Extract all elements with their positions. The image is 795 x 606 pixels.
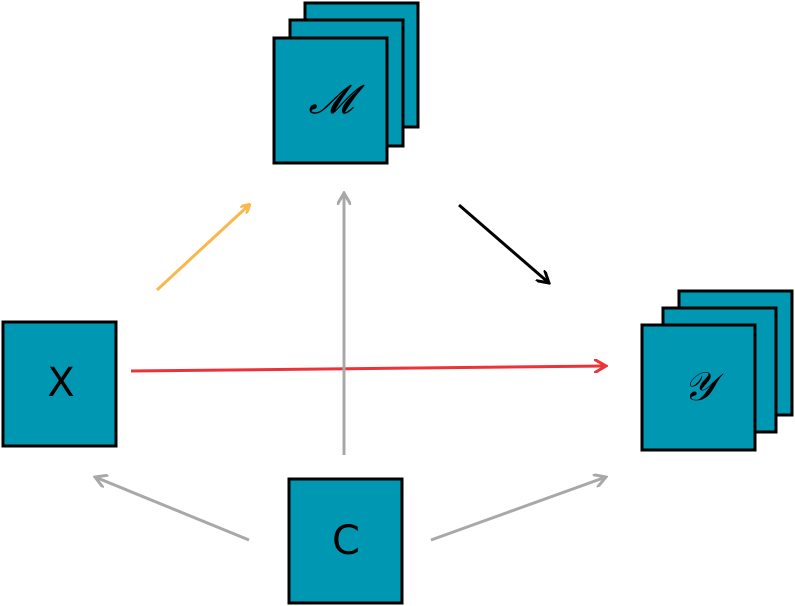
node-m-front-card	[272, 36, 389, 165]
node-c: C	[287, 477, 404, 605]
node-c-label: C	[332, 518, 360, 564]
node-m: 𝓜	[272, 1, 420, 165]
arrow-c-to-x	[95, 477, 250, 542]
arrow-x-to-m	[155, 205, 249, 292]
node-x: X	[1, 320, 118, 448]
arrow-x-to-y	[130, 366, 606, 371]
node-y-front-card	[640, 323, 757, 452]
arrow-c-to-y	[430, 477, 606, 542]
arrow-m-to-y	[458, 203, 549, 283]
node-x-label: X	[47, 360, 74, 406]
node-y: 𝒴	[640, 289, 794, 452]
